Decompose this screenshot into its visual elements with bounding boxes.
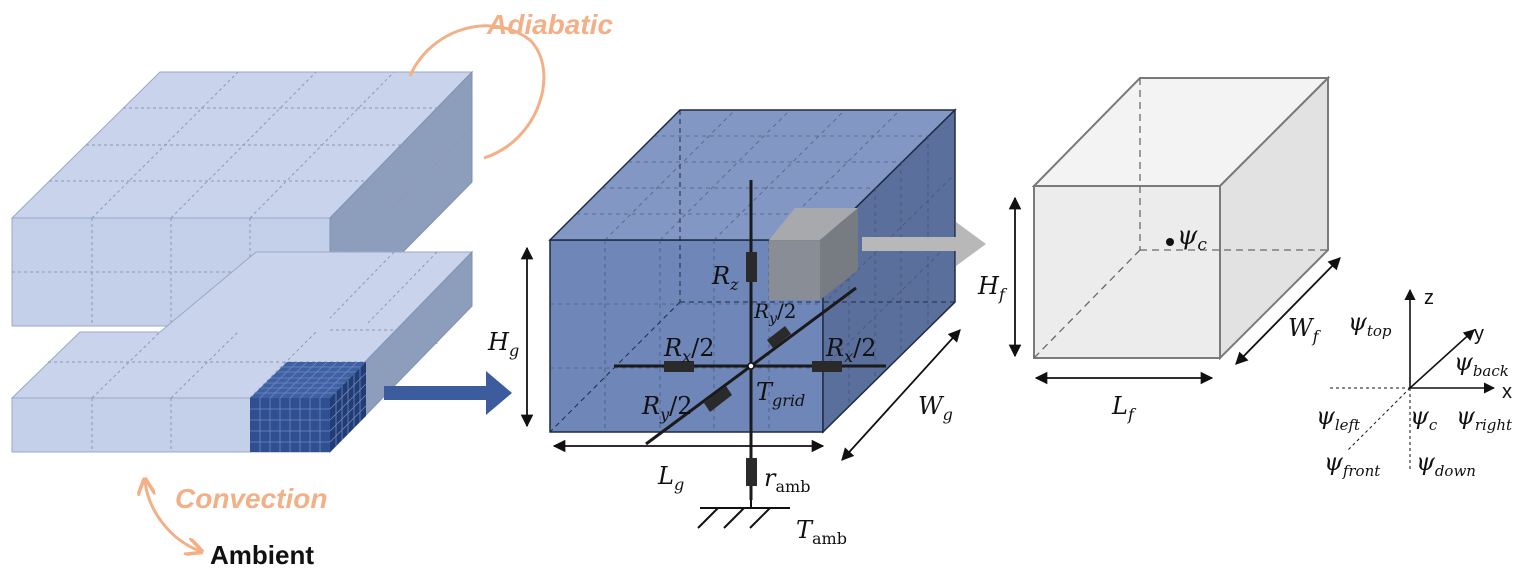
wg-label: Wg: [918, 392, 953, 424]
gray-arrow: [862, 222, 986, 266]
blue-arrow: [384, 371, 512, 415]
rz-resistor: [746, 252, 757, 282]
y-axis-label: y: [1474, 323, 1484, 345]
ramb-label: ramb: [764, 464, 810, 496]
rx-right-label: Rx/2: [825, 334, 876, 366]
psi-back-label: ψback: [1454, 348, 1509, 380]
rx-left-resistor: [664, 361, 694, 372]
hf-label: Hf: [977, 272, 1008, 304]
grid-cell-cube: Hg Lg Wg Rz Ry/2 Rx/2 Rx/2 Ry/2 Tgrid ra…: [487, 108, 961, 548]
ry-top-label: Ry/2: [753, 299, 796, 327]
x-axis-label: x: [1502, 381, 1512, 403]
psi-left-label: ψleft: [1316, 402, 1361, 434]
psi-c-label: ψc: [1177, 221, 1207, 255]
psi-center-label: ψc: [1410, 402, 1438, 434]
hg-label: Hg: [487, 328, 519, 360]
convection-curve: [145, 481, 200, 551]
wg-dimension-arrow: [841, 329, 961, 461]
tgrid-node: [747, 362, 755, 370]
psi-top-label: ψtop: [1348, 308, 1392, 340]
lf-label: Lf: [1111, 392, 1137, 424]
convection-label: Convection: [175, 483, 327, 514]
lg-label: Lg: [657, 462, 684, 494]
psi-right-label: ψright: [1456, 402, 1513, 434]
psi-down-label: ψdown: [1416, 448, 1476, 480]
y-axis: [1409, 329, 1475, 389]
ry-bottom-resistor: [704, 386, 732, 412]
adiabatic-label: Adiabatic: [486, 9, 613, 40]
rx-left-label: Rx/2: [663, 334, 714, 366]
fine-cell-cube: ψc Hf Lf Wf: [977, 75, 1341, 424]
selected-subcell: [769, 208, 858, 300]
resistor-blocks: [664, 252, 842, 486]
rx-right-resistor: [812, 361, 842, 372]
psi-front-label: ψfront: [1324, 448, 1381, 480]
ambient-label: Ambient: [210, 540, 314, 570]
adiabatic-curve: [408, 24, 546, 160]
ry-bottom-label: Ry/2: [641, 392, 692, 424]
ground-symbol: [697, 500, 790, 529]
fine-mesh-cell: [250, 361, 367, 452]
z-axis-label: z: [1424, 287, 1434, 309]
left-stack: Adiabatic Convection Ambient: [10, 9, 613, 570]
rz-label: Rz: [711, 262, 739, 294]
wf-dimension-arrow: [1235, 257, 1341, 365]
tgrid-label: Tgrid: [756, 378, 805, 410]
ramb-resistor: [746, 458, 757, 486]
neighbor-axes: z y x ψtop ψback ψleft ψc ψright ψfront …: [1316, 287, 1513, 480]
ry-top-resistor: [767, 326, 791, 348]
tamb-label: Tamb: [796, 516, 847, 548]
wf-label: Wf: [1288, 314, 1322, 346]
psi-c-node: [1166, 238, 1174, 246]
